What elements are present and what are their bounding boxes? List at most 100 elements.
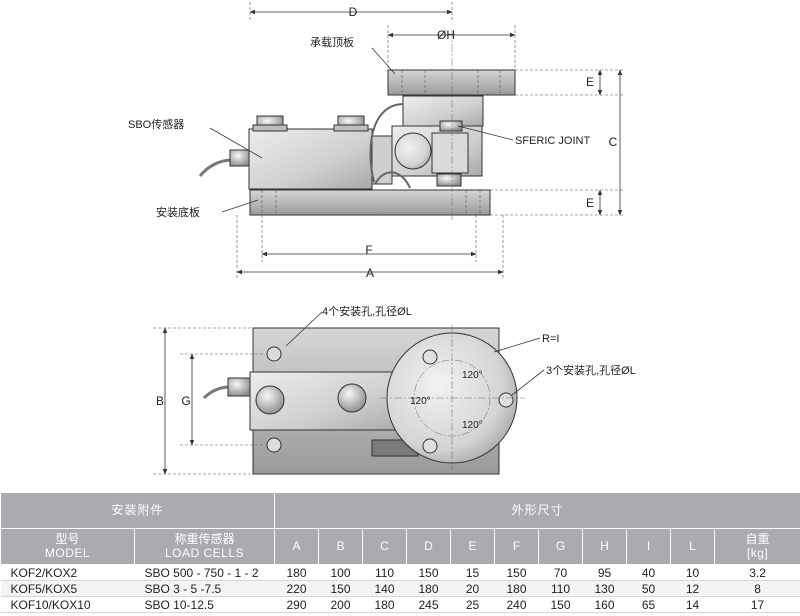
callout-base-plate: 安装底板 [156,205,200,219]
disk-hole-3 [498,392,514,408]
retaining-strap [369,103,404,183]
callout-top-plate: 承载顶板 [310,35,354,49]
joint-nut [439,120,463,132]
callout-radius: R=I [542,333,559,345]
callout-3-holes: 3个安装孔,孔径ØL [546,363,636,377]
cable [198,158,233,177]
cell-h: 160 [582,596,627,613]
col-header-i: I [626,528,672,565]
cell-i: 65 [626,596,671,613]
cell-d: 180 [406,580,451,597]
col-header-l: L [670,528,716,565]
cell-model: KOF10/KOX10 [0,596,135,613]
bolt-washer-1 [252,124,288,132]
cell-c: 140 [362,580,407,597]
spec-table: 安装附件 外形尺寸 型号 MODEL 称重传感器 LOAD CELLS A B … [0,492,800,613]
cell-e: 15 [450,564,495,581]
dim-label-e-bottom: E [586,196,594,210]
col-header-d: D [406,528,452,565]
col-header-model: 型号 MODEL [0,528,135,565]
technical-drawing: D ØH E C E F A 承载顶板 SBO传感器 SFERIC JOINT … [128,2,636,475]
bolt-washer-2 [333,124,369,132]
callout-sensor: SBO传感器 [128,118,184,131]
cell-h: 130 [582,580,627,597]
cable-gland [229,149,251,167]
col-header-c: C [362,528,408,565]
base-plate [249,189,491,216]
col-header-f: F [494,528,540,565]
dim-label-d: D [349,5,358,19]
cell-load-cells: SBO 3 - 5 -7.5 [134,580,275,597]
col-header-a: A [274,528,320,565]
cell-weight: 3.2 [714,564,800,581]
table-row: KOF2/KOX2 SBO 500 - 750 - 1 - 2 180 100 … [0,564,800,581]
cell-g: 110 [538,580,583,597]
load-cell-slot [371,135,393,185]
cell-weight: 8 [714,580,800,597]
cell-weight: 17 [714,596,800,613]
bottom-nut [436,173,462,187]
cell-l: 14 [670,596,715,613]
dim-label-g: G [181,394,190,408]
cell-i: 40 [626,564,671,581]
cell-f: 150 [494,564,539,581]
col-header-model-en: MODEL [44,545,91,560]
cell-g: 150 [538,596,583,613]
angle-label-2: 120° [410,396,431,407]
col-header-h: H [582,528,628,565]
top-plate [387,69,516,96]
cell-a: 290 [274,596,319,613]
angle-label-3: 120° [462,420,483,431]
col-header-cells-en: LOAD CELLS [164,545,245,560]
joint-pin [431,132,469,174]
col-header-b: B [318,528,364,565]
top-view-bolt-2 [337,383,367,413]
col-header-weight: 自重 [kg] [714,528,800,565]
joint-ball [394,132,432,170]
callout-joint: SFERIC JOINT [515,135,590,147]
dim-label-f: F [365,243,372,257]
cell-b: 100 [318,564,363,581]
disk-hole-2 [422,438,438,454]
col-header-cells: 称重传感器 LOAD CELLS [133,528,276,565]
cell-l: 10 [670,564,715,581]
cell-a: 220 [274,580,319,597]
group-accessory-header: 安装附件 [0,492,276,529]
cell-model: KOF5/KOX5 [0,580,135,597]
cell-f: 180 [494,580,539,597]
cell-e: 25 [450,596,495,613]
dim-label-a: A [366,266,374,280]
top-view-bolt-1 [255,385,285,415]
cell-load-cells: SBO 500 - 750 - 1 - 2 [134,564,275,581]
cell-d: 150 [406,564,451,581]
angle-label-1: 120° [462,370,483,381]
table-column-header: 型号 MODEL 称重传感器 LOAD CELLS A B C D E F G … [0,528,800,565]
cell-i: 50 [626,580,671,597]
dim-label-h: ØH [437,28,455,42]
cell-b: 200 [318,596,363,613]
cell-c: 180 [362,596,407,613]
cell-b: 150 [318,580,363,597]
mount-hole-2 [266,437,282,453]
table-row: KOF5/KOX5 SBO 3 - 5 -7.5 220 150 140 180… [0,580,800,597]
cell-load-cells: SBO 10-12.5 [134,596,275,613]
group-dimensions-header: 外形尺寸 [274,492,800,529]
dim-label-e-top: E [586,75,594,89]
col-header-e: E [450,528,496,565]
load-cell-body [248,128,373,190]
dim-label-c: C [609,135,618,149]
cell-e: 20 [450,580,495,597]
table-row: KOF10/KOX10 SBO 10-12.5 290 200 180 245 … [0,596,800,613]
cell-l: 12 [670,580,715,597]
cell-g: 70 [538,564,583,581]
dim-label-b: B [156,394,164,408]
col-header-weight-cn: 自重 [745,532,770,547]
cell-d: 245 [406,596,451,613]
top-view: 120° 120° 120° B G 4个安装孔,孔径ØL R=I 3个安装孔,… [153,304,636,475]
side-view: D ØH E C E F A 承载顶板 SBO传感器 SFERIC JOINT … [128,2,625,280]
col-header-weight-unit: [kg] [746,545,769,560]
cell-model: KOF2/KOX2 [0,564,135,581]
col-header-model-cn: 型号 [55,532,80,547]
cell-a: 180 [274,564,319,581]
cell-h: 95 [582,564,627,581]
